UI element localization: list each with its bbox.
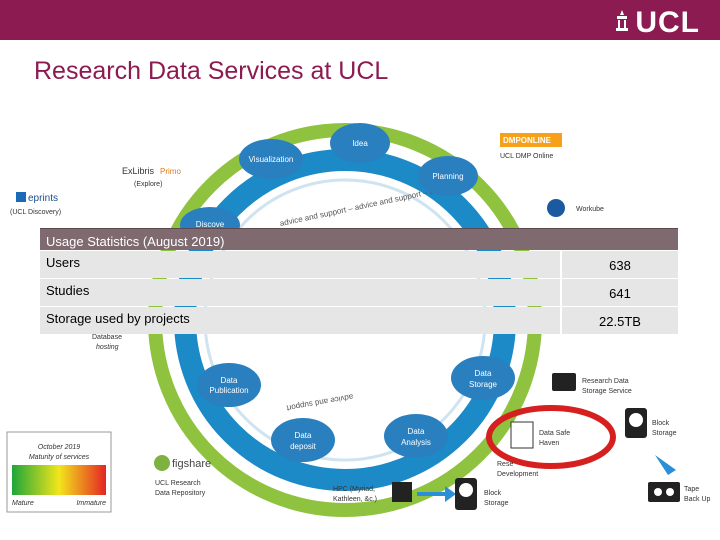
research-lifecycle-diagram: advice and support – advice and support … — [6, 123, 711, 517]
svg-text:figshare: figshare — [172, 458, 211, 470]
ring-text-bottom: advice and support — [285, 392, 354, 413]
svg-text:HPC (Myriad,: HPC (Myriad, — [333, 486, 375, 493]
eprints: eprints (UCL Discovery) — [10, 192, 61, 216]
block-storage-right: Block Storage — [625, 408, 677, 438]
svg-text:Mature: Mature — [12, 500, 34, 507]
portico-icon — [616, 10, 629, 31]
stage-data-publication: Data Publication — [197, 363, 261, 407]
maturity-gradient — [12, 465, 106, 495]
header-bar: UCL — [0, 0, 720, 40]
usage-statistics-table: Usage Statistics (August 2019) Users 638… — [40, 228, 678, 334]
svg-text:deposit: deposit — [290, 442, 317, 451]
svg-text:Data: Data — [295, 431, 312, 440]
svg-text:eprints: eprints — [28, 193, 58, 204]
stage-planning: Planning — [418, 156, 478, 196]
svg-text:Workube: Workube — [576, 206, 604, 213]
research-data-storage: Research Data Storage Service — [552, 373, 632, 395]
row-value: 638 — [562, 251, 678, 278]
svg-text:Data: Data — [475, 369, 492, 378]
svg-text:Data Safe: Data Safe — [539, 430, 570, 437]
svg-text:Development: Development — [497, 471, 538, 478]
svg-text:Discove: Discove — [196, 220, 225, 229]
svg-text:Data: Data — [221, 376, 238, 385]
stage-data-storage: Data Storage — [451, 356, 515, 400]
exlibris-primo: ExLibris Primo (Explore) — [122, 166, 181, 188]
table-row: Users 638 — [40, 251, 678, 278]
svg-text:Storage: Storage — [469, 380, 498, 389]
table-row: Studies 641 — [40, 279, 678, 306]
page-title: Research Data Services at UCL — [34, 57, 389, 85]
stage-data-analysis: Data Analysis — [384, 414, 448, 458]
svg-text:Primo: Primo — [160, 167, 181, 176]
data-safe-haven: Data Safe Haven — [486, 405, 616, 469]
svg-text:(UCL Discovery): (UCL Discovery) — [10, 209, 61, 216]
svg-text:Database: Database — [92, 334, 122, 341]
usage-statistics-header: Usage Statistics (August 2019) — [40, 228, 678, 250]
svg-text:Immature: Immature — [76, 500, 106, 507]
svg-text:Idea: Idea — [352, 139, 368, 148]
svg-text:Visualization: Visualization — [249, 155, 294, 164]
svg-text:UCL DMP Online: UCL DMP Online — [500, 153, 553, 160]
logo-text: UCL — [635, 6, 700, 39]
svg-text:Maturity of services: Maturity of services — [29, 454, 90, 461]
svg-text:UCL Research: UCL Research — [155, 480, 201, 487]
svg-text:Data: Data — [408, 427, 425, 436]
svg-text:(Explore): (Explore) — [134, 181, 162, 188]
svg-text:Publication: Publication — [209, 386, 248, 395]
svg-text:Storage Service: Storage Service — [582, 388, 632, 395]
maturity-legend: October 2019 Maturity of services Mature… — [6, 431, 112, 513]
svg-text:ExLibris: ExLibris — [122, 166, 155, 176]
database-hosting: Database hosting — [92, 334, 122, 351]
stage-visualization: Visualization — [239, 139, 303, 179]
stage-data-deposit: Data deposit — [271, 418, 335, 462]
svg-text:Block: Block — [484, 490, 502, 497]
hpc: HPC (Myriad, Kathleen, &c.) — [333, 482, 456, 503]
ucl-logo: UCL — [616, 6, 700, 39]
svg-text:Back Up: Back Up — [684, 496, 711, 503]
svg-text:Rese: Rese — [497, 461, 513, 468]
block-storage-bottom: Block Storage — [455, 478, 509, 510]
stage-idea: Idea — [330, 123, 390, 163]
svg-text:Haven: Haven — [539, 440, 559, 447]
svg-text:DMPONLINE: DMPONLINE — [503, 136, 552, 145]
svg-text:Storage: Storage — [484, 500, 509, 507]
svg-text:hosting: hosting — [96, 344, 119, 351]
dmp-online: DMPONLINE UCL DMP Online — [500, 133, 562, 160]
row-value: 641 — [562, 279, 678, 306]
workube: Workube — [547, 199, 604, 217]
svg-text:Analysis: Analysis — [401, 438, 431, 447]
research-development: Rese Development — [497, 461, 538, 478]
svg-text:October 2019: October 2019 — [38, 444, 81, 451]
tape-backup: Tape Back Up — [648, 455, 711, 503]
row-label: Storage used by projects — [40, 307, 560, 334]
table-row: Storage used by projects 22.5TB — [40, 307, 678, 334]
row-label: Studies — [40, 279, 560, 306]
row-value: 22.5TB — [562, 307, 678, 334]
svg-text:Tape: Tape — [684, 486, 699, 493]
figshare: figshare UCL Research Data Repository — [154, 455, 211, 497]
svg-text:Kathleen, &c.): Kathleen, &c.) — [333, 496, 377, 503]
svg-text:Research Data: Research Data — [582, 378, 629, 385]
svg-text:Data Repository: Data Repository — [155, 490, 206, 497]
svg-text:Planning: Planning — [432, 172, 463, 181]
svg-text:Storage: Storage — [652, 430, 677, 437]
svg-text:Block: Block — [652, 420, 670, 427]
row-label: Users — [40, 251, 560, 278]
